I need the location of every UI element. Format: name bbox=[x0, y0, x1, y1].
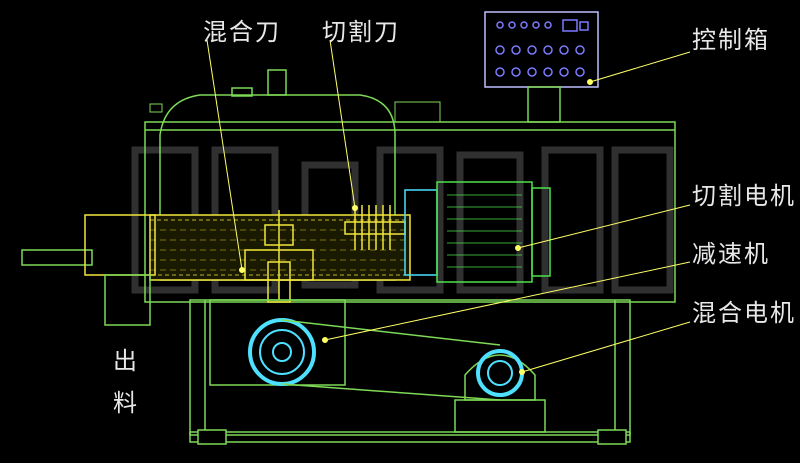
cutting-motor bbox=[404, 181, 551, 283]
label-control-box: 控制箱 bbox=[692, 26, 770, 54]
machine-frame bbox=[144, 121, 676, 445]
discharge-outlet bbox=[21, 214, 156, 326]
cutting-blade bbox=[344, 205, 406, 250]
label-discharge: 出料 bbox=[113, 347, 137, 417]
label-cutting-blade: 切割刀 bbox=[322, 18, 400, 46]
label-mixing-motor: 混合电机 bbox=[692, 299, 796, 327]
label-mixing-blade: 混合刀 bbox=[203, 18, 281, 46]
label-cutting-motor: 切割电机 bbox=[692, 182, 796, 210]
label-reducer: 减速机 bbox=[692, 240, 770, 268]
mixing-motor bbox=[281, 319, 546, 433]
mixing-blade bbox=[244, 210, 314, 303]
leader-lines bbox=[206, 39, 691, 375]
control-box bbox=[484, 11, 599, 123]
